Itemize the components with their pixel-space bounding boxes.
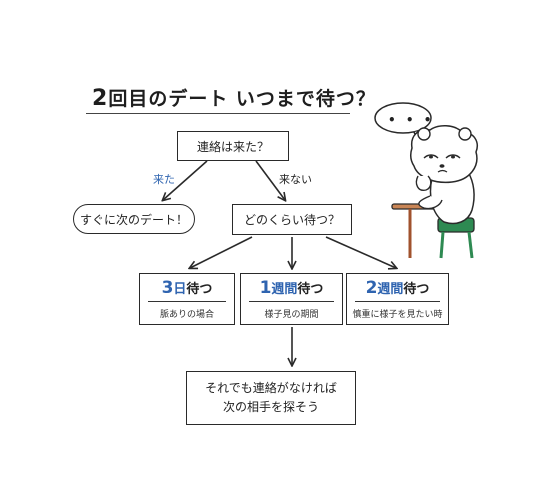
- option-2-weeks: 2週間待つ 慎重に様子を見たい時: [346, 273, 449, 325]
- final-advice-line-1: それでも連絡がなければ: [205, 381, 337, 395]
- arrow-to-2weeks: [325, 236, 396, 268]
- final-advice-box: それでも連絡がなければ 次の相手を探そう: [186, 371, 356, 425]
- question-box: 連絡は来た？: [177, 131, 289, 161]
- option-2-weeks-heading: 2週間待つ: [365, 278, 430, 298]
- branch-no-label: 来ない: [279, 173, 312, 186]
- thought-bubble-dots: • • •: [388, 113, 435, 127]
- option-1-week: 1週間待つ 様子見の期間: [240, 273, 343, 325]
- option-3-days: 3日待つ 脈ありの場合: [139, 273, 235, 325]
- how-long-text: どのくらい待つ？: [243, 213, 340, 227]
- option-1-week-heading: 1週間待つ: [259, 278, 324, 298]
- option-3-days-divider: [148, 301, 226, 302]
- branch-yes-label: 来た: [153, 173, 175, 186]
- thought-bubble: [374, 102, 432, 134]
- arrow-to-3days: [190, 236, 253, 268]
- yes-result-text: すぐに次のデート！: [79, 212, 188, 227]
- option-2-weeks-desc: 慎重に様子を見たい時: [352, 310, 443, 320]
- option-1-week-desc: 様子見の期間: [264, 310, 319, 320]
- option-2-weeks-divider: [355, 301, 440, 302]
- question-text: 連絡は来た？: [196, 139, 269, 154]
- option-3-days-desc: 脈ありの場合: [159, 310, 214, 320]
- bear-illustration: [374, 102, 478, 259]
- how-long-box: どのくらい待つ？: [232, 204, 352, 235]
- arrow-to-yes: [163, 160, 208, 200]
- page-title: 2回目のデート いつまで待つ？: [92, 86, 376, 111]
- arrow-to-no: [255, 160, 285, 200]
- option-3-days-heading: 3日待つ: [161, 278, 213, 298]
- title-underline: [86, 113, 350, 114]
- option-1-week-divider: [249, 301, 334, 302]
- final-advice-line-2: 次の相手を探そう: [222, 400, 319, 414]
- yes-result-box: すぐに次のデート！: [73, 204, 195, 234]
